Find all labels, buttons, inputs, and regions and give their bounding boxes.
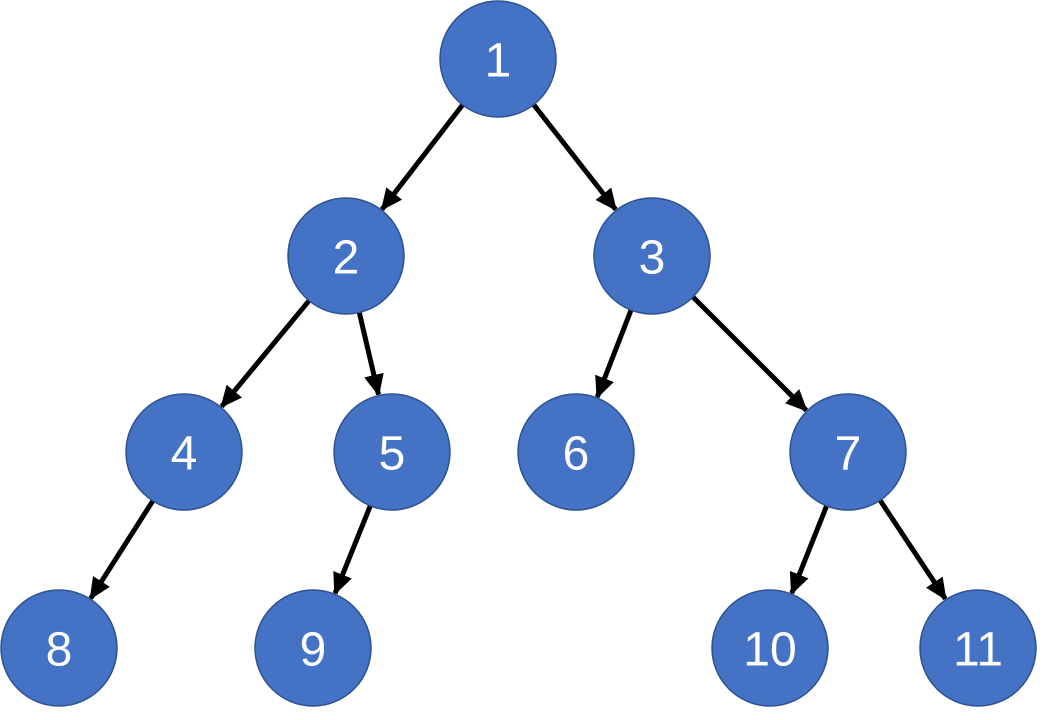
tree-node-7: 7 — [789, 393, 907, 511]
edge-arrow-1-to-3 — [531, 103, 618, 212]
edge-arrow-3-to-6 — [594, 309, 634, 399]
tree-node-8: 8 — [0, 589, 118, 707]
node-label: 5 — [379, 428, 406, 481]
edge-arrow-5-to-9 — [332, 504, 373, 596]
node-circle — [333, 393, 451, 511]
tree-node-3: 3 — [593, 197, 711, 315]
node-label: 9 — [300, 624, 327, 677]
tree-node-1: 1 — [439, 0, 557, 118]
tree-node-10: 10 — [711, 589, 829, 707]
node-label: 6 — [563, 428, 590, 481]
node-label: 2 — [333, 232, 360, 285]
node-circle — [789, 393, 907, 511]
edge-arrow-2-to-5 — [356, 311, 384, 397]
edge-arrow-3-to-7 — [691, 295, 809, 413]
tree-node-9: 9 — [254, 589, 372, 707]
edge-arrow-2-to-4 — [219, 299, 311, 409]
tree-node-2: 2 — [287, 197, 405, 315]
edges-layer — [88, 103, 948, 601]
tree-node-5: 5 — [333, 393, 451, 511]
node-label: 8 — [46, 624, 73, 677]
node-circle — [711, 589, 829, 707]
node-circle — [439, 0, 557, 118]
node-circle — [919, 589, 1037, 707]
edge-arrow-1-to-2 — [380, 103, 465, 211]
node-circle — [125, 393, 243, 511]
node-label: 10 — [743, 624, 796, 677]
node-circle — [517, 393, 635, 511]
edge-arrow-4-to-8 — [88, 499, 155, 600]
node-label: 3 — [639, 232, 666, 285]
node-label: 4 — [171, 428, 198, 481]
node-circle — [254, 589, 372, 707]
node-circle — [0, 589, 118, 707]
edge-arrow-7-to-10 — [789, 504, 829, 596]
node-label: 7 — [835, 428, 862, 481]
tree-node-4: 4 — [125, 393, 243, 511]
tree-node-11: 11 — [919, 589, 1037, 707]
nodes-layer: 1 2 3 4 5 6 7 8 9 10 11 — [0, 0, 1037, 707]
node-circle — [287, 197, 405, 315]
node-circle — [593, 197, 711, 315]
tree-node-6: 6 — [517, 393, 635, 511]
node-label: 1 — [485, 35, 512, 88]
edge-arrow-7-to-11 — [878, 498, 948, 601]
node-label: 11 — [953, 624, 1003, 677]
